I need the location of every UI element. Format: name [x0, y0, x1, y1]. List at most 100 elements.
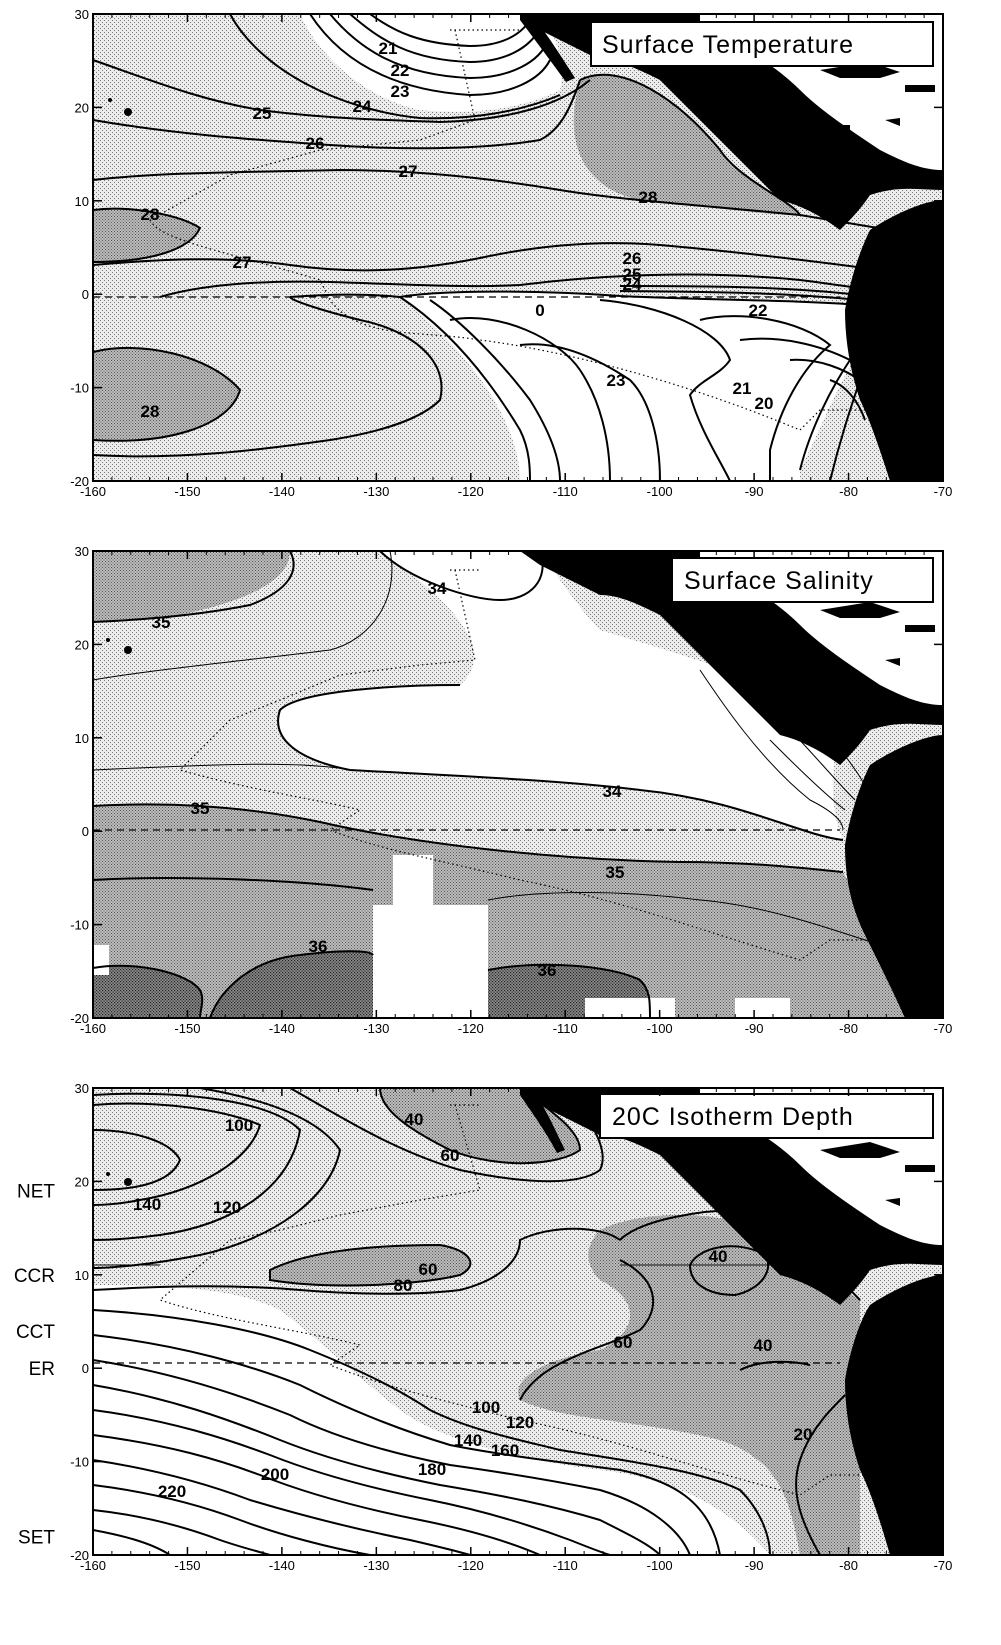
contour-label: 22	[391, 61, 410, 80]
side-label-set: SET	[18, 1527, 55, 1548]
side-label-net: NET	[17, 1182, 55, 1203]
x-tick-label: -90	[745, 1021, 764, 1036]
contour-label: 35	[152, 613, 171, 632]
contour-label: 120	[506, 1413, 534, 1432]
salinity-plot-frame	[92, 550, 944, 1019]
isotherm-title-box	[599, 1093, 934, 1139]
temperature-warm-pool-central-america	[573, 74, 800, 216]
contour-label: 180	[418, 1460, 446, 1479]
y-tick-label: 10	[75, 1268, 89, 1283]
contour-label: 160	[491, 1441, 519, 1460]
contour-label: 28	[141, 402, 160, 421]
isotherm-caribbean-islands	[820, 1142, 935, 1212]
y-tick-label: -20	[70, 1011, 89, 1026]
contour-label: 21	[379, 39, 398, 58]
contour-label: 60	[614, 1333, 633, 1352]
x-tick-label: -150	[174, 1558, 200, 1573]
salinity-low-salinity-region	[278, 551, 843, 840]
salinity-missing-data-block-5	[585, 998, 675, 1018]
contour-label: 20	[794, 1425, 813, 1444]
contour-label: 40	[754, 1336, 773, 1355]
contour-label: 25	[623, 265, 642, 284]
y-tick-label: 0	[82, 824, 89, 839]
contour-label: 28	[141, 205, 160, 224]
salinity-missing-data-block-3	[430, 905, 450, 925]
isotherm-plot-frame	[92, 1087, 944, 1556]
x-tick-label: -90	[745, 1558, 764, 1573]
x-tick-label: -100	[647, 484, 673, 499]
salinity-missing-data-block-6	[735, 998, 790, 1018]
x-tick-label: -140	[269, 1558, 295, 1573]
y-tick-label: -10	[70, 1455, 89, 1470]
temperature-hawaii-islet	[108, 98, 112, 102]
contour-label: 26	[306, 134, 325, 153]
isotherm-land-south-america	[845, 1275, 943, 1555]
side-label-cct: CCT	[16, 1322, 55, 1343]
temperature-land-south-america	[845, 200, 943, 481]
contour-label: 20	[755, 394, 774, 413]
contour-label: 28	[639, 188, 658, 207]
contour-label: 35	[191, 799, 210, 818]
contour-label: 25	[253, 104, 272, 123]
y-tick-label: -20	[70, 474, 89, 489]
x-tick-label: -110	[553, 1021, 578, 1036]
contour-label: 140	[133, 1195, 161, 1214]
contour-label: 22	[749, 301, 768, 320]
temperature-cold-north-region	[300, 14, 562, 112]
y-tick-label: -10	[70, 918, 89, 933]
contour-label: 23	[607, 371, 626, 390]
side-label-ccr: CCR	[14, 1266, 55, 1287]
isotherm-hawaii-island	[124, 1178, 132, 1186]
x-tick-label: -150	[174, 1021, 200, 1036]
contour-label: 35	[606, 863, 625, 882]
contour-label: 80	[394, 1276, 413, 1295]
contour-label: 100	[225, 1116, 253, 1135]
x-tick-label: -100	[647, 1558, 673, 1573]
salinity-missing-data-block-4	[93, 945, 109, 975]
contour-label: 60	[441, 1146, 460, 1165]
salinity-highest-salinity-southwest	[93, 951, 650, 1018]
contour-label: 24	[623, 275, 642, 294]
isotherm-shallow-region-medium-east	[518, 1215, 860, 1555]
y-tick-label: 20	[75, 100, 89, 115]
contour-label: 36	[538, 961, 557, 980]
y-tick-label: 10	[75, 194, 89, 209]
temperature-title-box	[590, 21, 934, 67]
contour-label: 34	[603, 782, 622, 801]
x-tick-label: -160	[80, 1021, 106, 1036]
x-tick-label: -90	[745, 484, 764, 499]
contour-label: 21	[733, 379, 752, 398]
y-tick-label: 30	[75, 544, 89, 559]
temperature-land-baja	[520, 14, 575, 82]
x-tick-label: -160	[80, 484, 106, 499]
salinity-missing-data-block-2	[393, 855, 433, 905]
contour-label: 36	[309, 937, 328, 956]
x-tick-label: -80	[839, 1021, 858, 1036]
contour-label: 23	[391, 82, 410, 101]
contour-label: 220	[158, 1482, 186, 1501]
salinity-hawaii-island	[124, 646, 132, 654]
contour-label: 60	[419, 1260, 438, 1279]
x-tick-label: -120	[458, 1558, 484, 1573]
temperature-warm-pool-west-north	[93, 208, 200, 262]
contour-label: 24	[353, 97, 372, 116]
y-tick-label: 0	[82, 287, 89, 302]
contour-label: 100	[472, 1398, 500, 1417]
y-tick-label: -20	[70, 1548, 89, 1563]
x-tick-label: -80	[839, 1558, 858, 1573]
temperature-title: Surface Temperature	[602, 31, 854, 59]
contour-label: 40	[405, 1110, 424, 1129]
x-tick-label: -120	[458, 1021, 484, 1036]
x-tick-label: -110	[553, 484, 578, 499]
x-tick-label: -130	[363, 484, 389, 499]
salinity-land-south-america	[845, 735, 943, 1018]
temperature-plot-frame	[92, 13, 944, 482]
contour-label: 0	[535, 301, 544, 320]
isotherm-title: 20C Isotherm Depth	[612, 1103, 854, 1131]
x-tick-label: -150	[174, 484, 200, 499]
y-tick-label: 30	[75, 1081, 89, 1096]
contour-label: 27	[233, 253, 252, 272]
